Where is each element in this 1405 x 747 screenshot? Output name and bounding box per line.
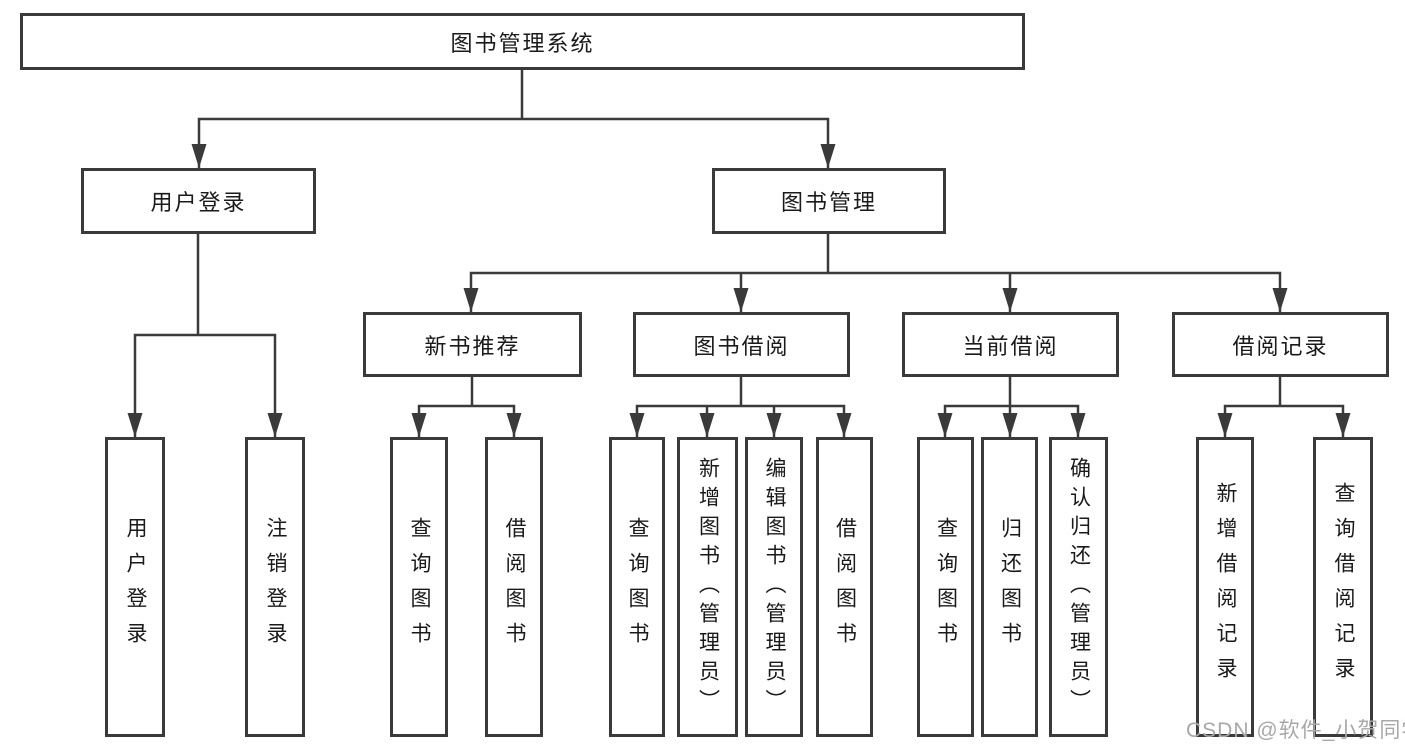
connector-root-to-branches [197, 68, 830, 168]
leaf-borrow-books: 借阅图书 [816, 437, 873, 737]
leaf-add-borrow-record: 新增借阅记录 [1196, 437, 1254, 737]
leaf-borrow-books-recommend: 借阅图书 [485, 437, 543, 737]
leaf-logout: 注销登录 [245, 437, 305, 737]
arrowheads [127, 144, 1351, 437]
node-book-management: 图书管理 [712, 168, 946, 234]
node-new-book-recommend: 新书推荐 [363, 312, 582, 377]
leaf-confirm-return-admin: 确认归还（管理员） [1049, 437, 1108, 737]
connector-user-login-group [133, 233, 277, 437]
node-borrow-records: 借阅记录 [1172, 312, 1389, 377]
connector-book-management-group [469, 233, 1282, 312]
node-book-borrow: 图书借阅 [633, 312, 850, 377]
leaf-query-books-recommend: 查询图书 [390, 437, 448, 737]
connector-records-group [1223, 376, 1345, 437]
connector-recommend-group [417, 376, 516, 437]
leaf-user-login: 用户登录 [105, 437, 165, 737]
node-root: 图书管理系统 [20, 13, 1025, 70]
node-user-login: 用户登录 [81, 168, 316, 234]
leaf-edit-book-admin: 编辑图书（管理员） [745, 437, 803, 737]
leaf-add-book-admin: 新增图书（管理员） [677, 437, 738, 737]
node-current-borrow: 当前借阅 [902, 312, 1119, 377]
leaf-query-borrow-record: 查询借阅记录 [1313, 437, 1373, 737]
leaf-return-books: 归还图书 [981, 437, 1038, 737]
leaf-query-books-borrow: 查询图书 [609, 437, 665, 737]
connector-borrow-group [635, 376, 846, 437]
leaf-query-books-current: 查询图书 [917, 437, 974, 737]
